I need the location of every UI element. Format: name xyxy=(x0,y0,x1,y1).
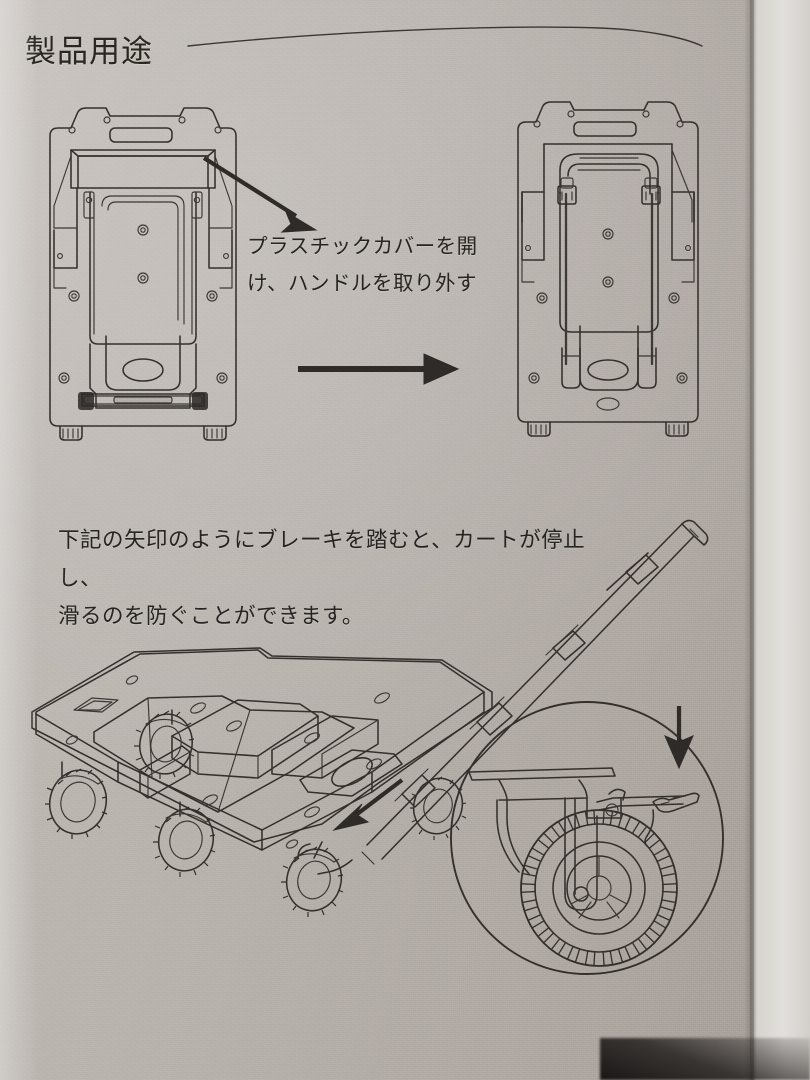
arrow-brake-detail-icon xyxy=(664,706,694,770)
arrow-right-icon xyxy=(298,353,460,385)
figure-cart-folded-cover-closed xyxy=(49,107,237,441)
page-title: 製品用途 xyxy=(25,34,153,70)
bottom-shadow xyxy=(600,1038,810,1080)
figure-caster-brake-detail xyxy=(450,701,724,975)
page-edge xyxy=(750,0,810,1080)
figure-cart-assembled-perspective xyxy=(31,519,709,917)
figure-cart-folded-handle-installed xyxy=(517,101,699,437)
callout-brake-instruction: 下記の矢印のようにブレーキを踏むと、カートが停止し、 滑るのを防ぐことができます… xyxy=(58,528,586,629)
title-underline xyxy=(187,26,703,47)
arrow-brake-press-icon xyxy=(332,778,404,831)
callout-plastic-cover: プラスチックカバーを開 け、ハンドルを取り外す xyxy=(247,234,478,295)
page-edge-shadow xyxy=(744,0,754,1080)
arrow-diagonal-icon xyxy=(202,156,318,233)
